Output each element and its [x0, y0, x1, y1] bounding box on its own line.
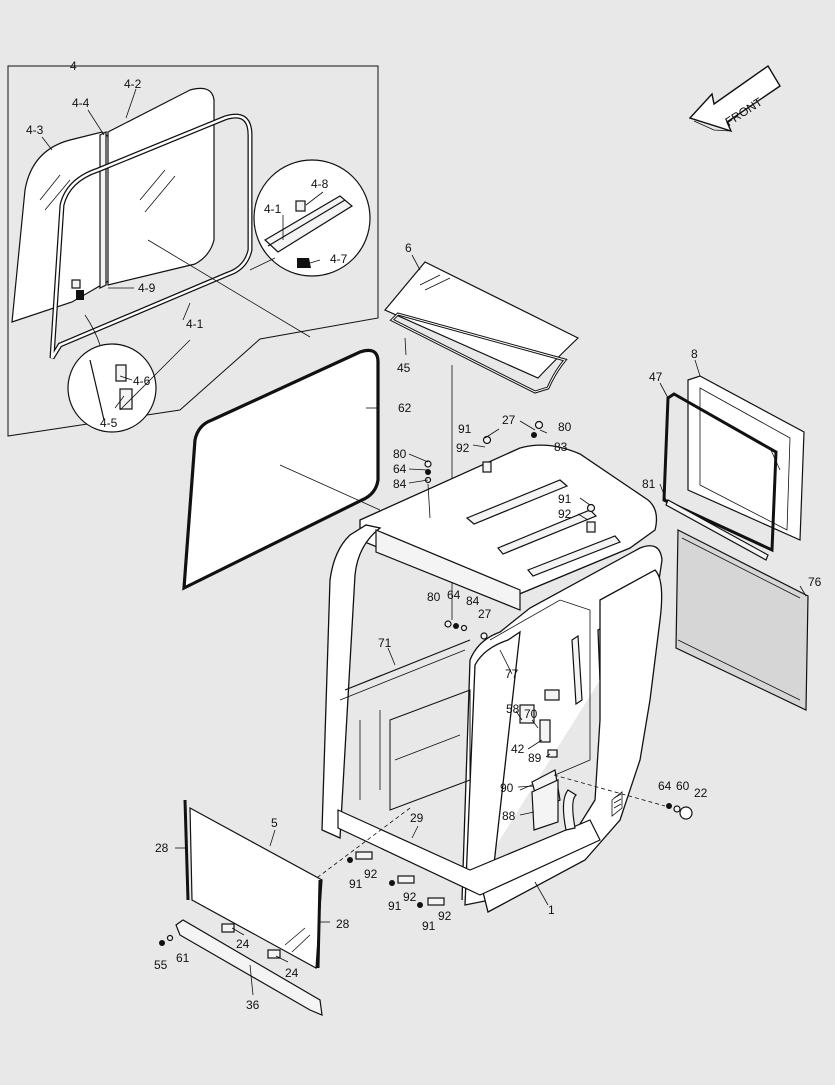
callout-22: 22: [694, 786, 708, 800]
callout-90: 90: [500, 781, 514, 795]
callout-92b: 92: [558, 507, 572, 521]
callout-5: 5: [271, 816, 278, 830]
left-side-glass: [182, 348, 381, 591]
callout-58: 58: [506, 702, 520, 716]
callout-4-5: 4-5: [100, 416, 118, 430]
callout-81: 81: [642, 477, 656, 491]
callout-64a: 64: [393, 462, 407, 476]
rear-panel-76: [675, 529, 809, 711]
leader-lines: [41, 88, 807, 996]
callout-4-8: 4-8: [311, 177, 329, 191]
callout-92a: 92: [456, 441, 470, 455]
callout-88: 88: [502, 809, 516, 823]
callout-62: 62: [398, 401, 412, 415]
callout-4-6: 4-6: [133, 374, 151, 388]
front-arrow: FRONT: [688, 64, 781, 133]
front-lower-glass: [175, 799, 330, 969]
callout-76: 76: [808, 575, 822, 589]
callout-70: 70: [524, 707, 538, 721]
callout-4-7: 4-7: [330, 252, 348, 266]
callout-84a: 84: [393, 477, 407, 491]
callout-4-3: 4-3: [26, 123, 44, 137]
callout-92c: 92: [364, 867, 378, 881]
right-side-window: [659, 375, 805, 561]
bottom-plate: [159, 919, 323, 1016]
callout-91d: 91: [388, 899, 402, 913]
callout-8: 8: [691, 347, 698, 361]
callout-42: 42: [511, 742, 525, 756]
callout-27b: 27: [478, 607, 492, 621]
callout-60: 60: [676, 779, 690, 793]
door-seal-strip: [99, 131, 107, 289]
door-window-assembly-box: [7, 65, 379, 437]
callout-36: 36: [246, 998, 260, 1012]
callout-89: 89: [528, 751, 542, 765]
callout-24b: 24: [285, 966, 299, 980]
cab-frame: [249, 444, 666, 929]
callout-29: 29: [410, 811, 424, 825]
callout-24a: 24: [236, 937, 250, 951]
roof-panel: [384, 261, 580, 620]
callout-4: 4: [70, 59, 77, 73]
callout-84b: 84: [466, 594, 480, 608]
callout-91c: 91: [349, 877, 363, 891]
callout-1: 1: [548, 903, 555, 917]
callout-80a: 80: [558, 420, 572, 434]
callout-91a: 91: [458, 422, 472, 436]
callout-55: 55: [154, 958, 168, 972]
callout-6: 6: [405, 241, 412, 255]
callout-28a: 28: [155, 841, 169, 855]
hardware-fasteners: [347, 420, 693, 908]
callout-4-4: 4-4: [72, 96, 90, 110]
callout-4-2: 4-2: [124, 77, 142, 91]
callout-61: 61: [176, 951, 190, 965]
detail-circle-hinge: [67, 343, 157, 433]
door-glass-inner: [107, 87, 215, 286]
callout-64c: 64: [658, 779, 672, 793]
callout-45: 45: [397, 361, 411, 375]
callout-64b: 64: [447, 588, 461, 602]
callout-28b: 28: [336, 917, 350, 931]
callout-47: 47: [649, 370, 663, 384]
callout-27a: 27: [502, 413, 516, 427]
callout-labels: 4 4-2 4-4 4-3 4-8 4-1 4-7 4-9 4-1 4-6 4-…: [26, 59, 822, 1012]
callout-4-1a: 4-1: [264, 202, 282, 216]
callout-77: 77: [505, 667, 519, 681]
callout-4-1b: 4-1: [186, 317, 204, 331]
callout-92e: 92: [438, 909, 452, 923]
callout-71: 71: [378, 636, 392, 650]
callout-92d: 92: [403, 890, 417, 904]
callout-4-9: 4-9: [138, 281, 156, 295]
callout-83: 83: [554, 440, 568, 454]
callout-91e: 91: [422, 919, 436, 933]
callout-91b: 91: [558, 492, 572, 506]
callout-80b: 80: [393, 447, 407, 461]
callout-80c: 80: [427, 590, 441, 604]
